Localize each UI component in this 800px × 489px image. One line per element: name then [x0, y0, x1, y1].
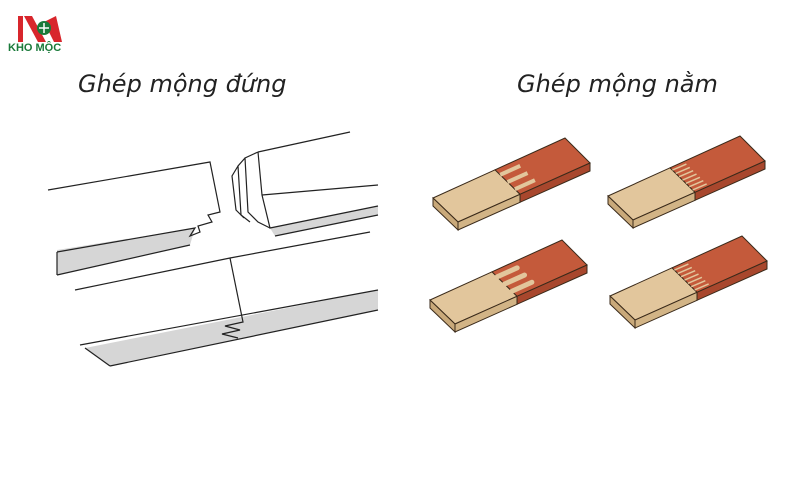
wood-block-1 [432, 137, 591, 232]
dark-front-face [519, 162, 591, 204]
wood-block-3 [429, 239, 588, 334]
finger [677, 266, 693, 275]
wood-block-2 [607, 135, 766, 230]
wood-block-4 [609, 235, 768, 330]
finger [509, 279, 535, 294]
finger [692, 183, 707, 191]
finger [680, 270, 696, 278]
finger [682, 173, 697, 181]
finger [687, 276, 703, 285]
finger [506, 171, 529, 184]
joined-beam [74, 231, 379, 367]
upper-beam-left [47, 161, 221, 276]
dark-front-face [516, 264, 588, 306]
finger [689, 179, 704, 188]
kho-moc-logo [18, 16, 62, 42]
finger [685, 176, 701, 185]
finger [684, 273, 699, 281]
finger [514, 178, 536, 192]
finger [694, 283, 709, 291]
finger [678, 170, 694, 178]
finger [502, 272, 528, 287]
finger [499, 164, 522, 177]
vertical-joint-title: Ghép mộng đứng [78, 70, 287, 98]
dark-front-face [696, 260, 768, 302]
finger [674, 263, 689, 271]
finger [494, 265, 520, 280]
logo-text: KHO MỘC [8, 42, 62, 54]
horizontal-joint-title: Ghép mộng nằm [517, 70, 718, 98]
dark-front-face [694, 160, 766, 202]
finger [672, 163, 687, 171]
finger [691, 279, 706, 288]
upper-beam-right [231, 131, 379, 237]
finger [675, 166, 691, 175]
